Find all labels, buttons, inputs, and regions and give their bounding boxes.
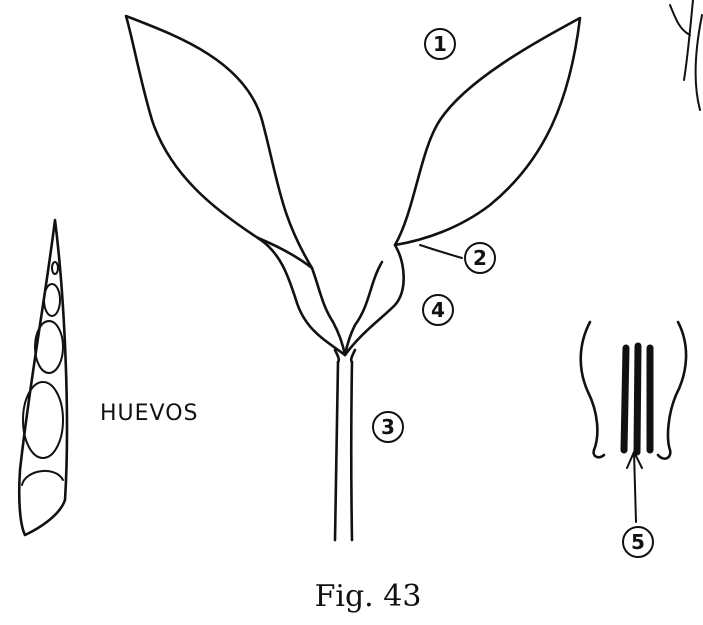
callout-3-number: 3 xyxy=(381,415,395,439)
egg-pod-outline xyxy=(19,220,67,535)
callout-1: 1 xyxy=(425,29,455,59)
stem-right-edge xyxy=(351,362,352,540)
callout-5-number: 5 xyxy=(631,530,645,554)
figure-caption: Fig. 43 xyxy=(315,579,422,614)
egg-1 xyxy=(52,262,58,274)
detail-structure xyxy=(581,322,686,522)
left-petiole xyxy=(258,238,345,355)
eggs-label: HUEVOS xyxy=(100,401,199,426)
right-leaf-blade xyxy=(395,18,580,245)
detail-bar-2 xyxy=(637,346,638,452)
corner-sketch-marks xyxy=(670,0,702,110)
right-petiole xyxy=(345,245,404,355)
callout-3: 3 xyxy=(373,412,403,442)
plant-structure xyxy=(126,16,580,540)
callout-4: 4 xyxy=(423,295,453,325)
left-leaf-blade xyxy=(126,16,312,268)
callout-2-number: 2 xyxy=(473,246,487,270)
egg-2 xyxy=(44,284,60,316)
egg-5 xyxy=(22,471,63,485)
egg-4 xyxy=(23,382,63,458)
callout-4-number: 4 xyxy=(431,298,445,322)
right-lobe xyxy=(345,262,382,355)
callout-5-arrow xyxy=(627,452,642,522)
callout-5: 5 xyxy=(623,527,653,557)
stem-left-edge xyxy=(335,362,338,540)
egg-3 xyxy=(35,321,63,373)
detail-left-wall xyxy=(581,322,604,457)
callout-1-number: 1 xyxy=(433,32,447,56)
detail-right-wall xyxy=(658,322,686,459)
callout-2: 2 xyxy=(465,243,495,273)
egg-pod xyxy=(19,220,67,535)
callout-2-leader xyxy=(420,245,462,258)
detail-bar-1 xyxy=(624,348,626,450)
